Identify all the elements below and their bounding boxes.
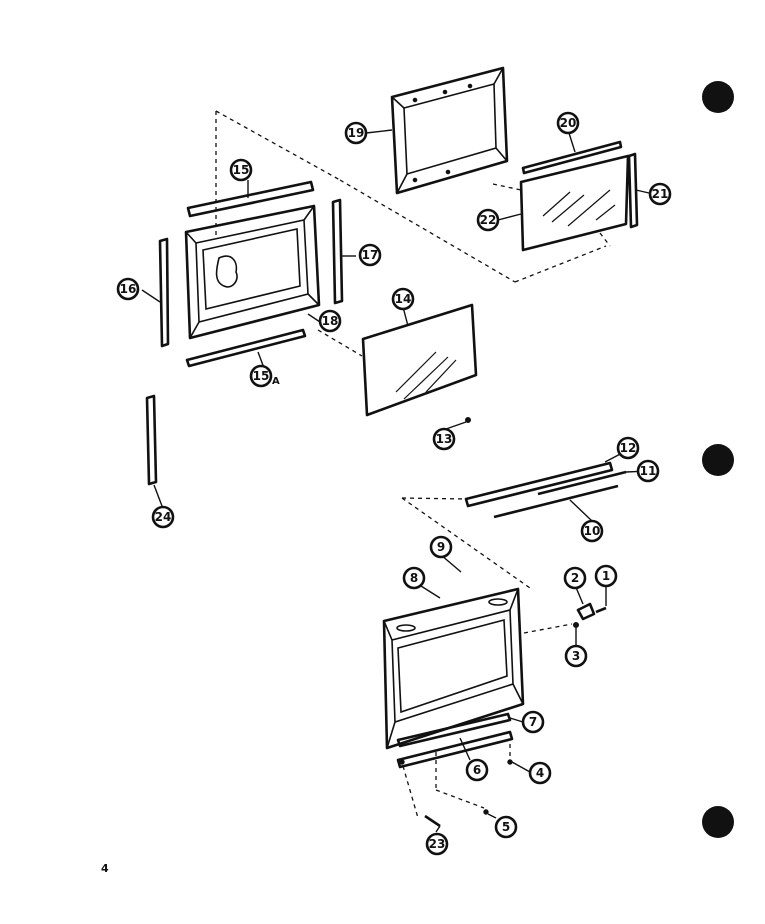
callout-7: 7: [521, 710, 545, 734]
callout-9: 9: [429, 535, 453, 559]
callout-10: 10: [580, 519, 604, 543]
part-15-top-trim: [186, 180, 315, 218]
callout-1-label: 1: [602, 569, 610, 583]
callout-15a-label: 15: [253, 369, 270, 383]
callout-11-label: 11: [640, 464, 657, 478]
part-19-rear-frame: [390, 66, 509, 195]
part-24-strip: [145, 394, 158, 486]
callout-8: 8: [402, 566, 426, 590]
callout-6: 6: [465, 758, 489, 782]
callout-13-label: 13: [436, 432, 453, 446]
part-8-lower-door: [382, 587, 525, 750]
callout-19: 19: [344, 121, 368, 145]
callout-15: 15: [229, 158, 253, 182]
part-17-right-trim: [331, 198, 344, 305]
part-21-side-trim: [627, 152, 639, 229]
parts-6-7-lower-hinge: [396, 712, 514, 769]
callout-14: 14: [391, 287, 415, 311]
callout-22-label: 22: [480, 213, 497, 227]
parts-1-2-3-latch: [573, 602, 607, 628]
callout-7-label: 7: [529, 715, 537, 729]
callout-1: 1: [594, 564, 618, 588]
callout-17: 17: [358, 243, 382, 267]
callout-10-label: 10: [584, 524, 601, 538]
part-23-screw: [424, 814, 441, 828]
part-22-glass-panel: [519, 154, 630, 252]
part-15a-bottom-trim: [185, 328, 307, 368]
callout-21: 21: [648, 182, 672, 206]
callout-6-label: 6: [473, 763, 481, 777]
callout-16: 16: [116, 277, 140, 301]
punch-hole: [702, 806, 734, 838]
callout-2-label: 2: [571, 571, 579, 585]
callout-14-label: 14: [395, 292, 412, 306]
callout-12-label: 12: [620, 441, 637, 455]
callout-3-label: 3: [572, 649, 580, 663]
callout-4-label: 4: [536, 766, 544, 780]
part-14-inner-glass: [361, 303, 478, 423]
callout-5: 5: [494, 815, 518, 839]
callout-18-label: 18: [322, 314, 339, 328]
callout-11: 11: [636, 459, 660, 483]
callout-23: 23: [425, 832, 449, 856]
callout-4: 4: [528, 761, 552, 785]
parts-10-11-12-rails: [464, 461, 627, 519]
callout-9-label: 9: [437, 540, 445, 554]
callout-18: 18: [318, 309, 342, 333]
callout-3: 3: [564, 644, 588, 668]
callout-5-label: 5: [502, 820, 510, 834]
callout-19-label: 19: [348, 126, 365, 140]
callout-13: 13: [432, 427, 456, 451]
callout-24-label: 24: [155, 510, 172, 524]
punch-hole: [702, 444, 734, 476]
part-20-top-strip: [521, 140, 623, 175]
callout-16-label: 16: [120, 282, 137, 296]
callout-15-label: 15: [233, 163, 250, 177]
callout-20-label: 20: [560, 116, 577, 130]
page-number: 4: [101, 862, 109, 875]
part-16-left-trim: [158, 237, 170, 348]
callout-22: 22: [476, 208, 500, 232]
punch-hole: [702, 81, 734, 113]
part-5-screw: [483, 809, 489, 815]
callout-23-label: 23: [429, 837, 446, 851]
callout-2: 2: [563, 566, 587, 590]
callout-24: 24: [151, 505, 175, 529]
callout-8-label: 8: [410, 571, 418, 585]
part-18-door-frame: [184, 204, 321, 340]
callout-21-label: 21: [652, 187, 669, 201]
alignment-lines: [215, 110, 611, 819]
callout-20: 20: [556, 111, 580, 135]
callout-12: 12: [616, 436, 640, 460]
callout-17-label: 17: [362, 248, 379, 262]
callout-15a-suffix: A: [272, 376, 280, 387]
punch-holes: [702, 81, 734, 838]
